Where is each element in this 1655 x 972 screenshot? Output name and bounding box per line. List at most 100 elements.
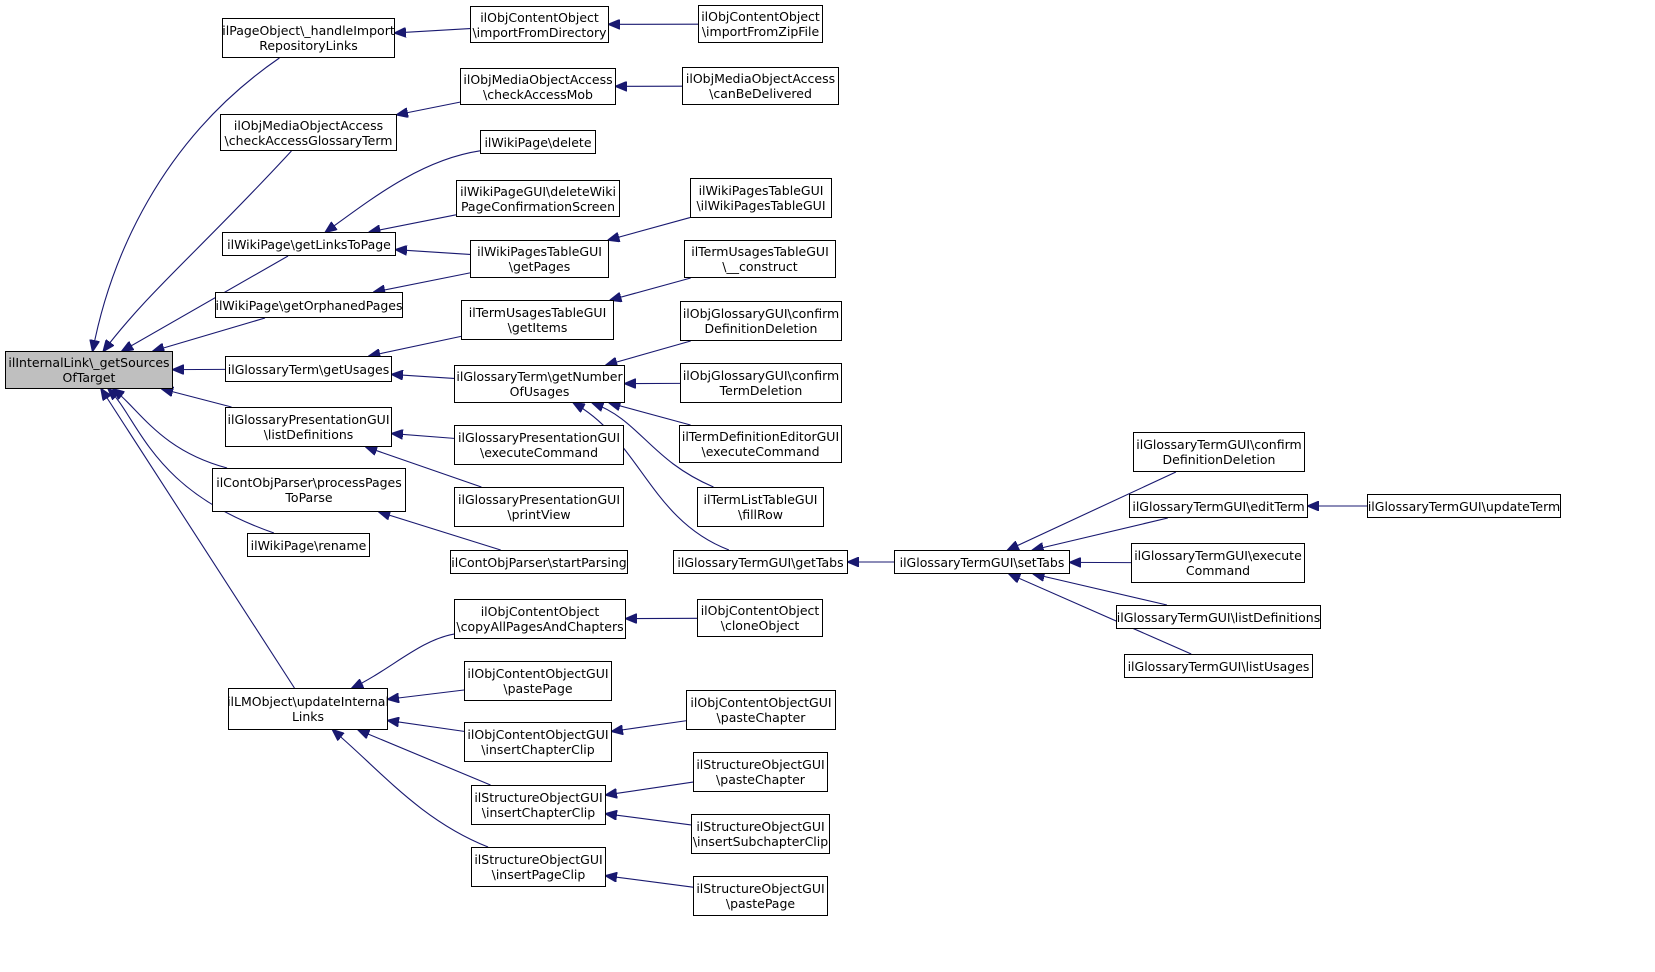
- node-label-line: \fillRow: [737, 507, 784, 522]
- node-label-line: ilWikiPageGUI\deleteWiki: [460, 183, 616, 199]
- graph-node-g1[interactable]: ilGlossaryTermGUI\updateTerm: [1367, 494, 1561, 518]
- node-label-line: ilObjContentObject: [480, 9, 599, 25]
- edge-d11-to-c13: [612, 720, 687, 732]
- node-label-line: OfUsages: [509, 384, 570, 399]
- edge-c12-to-n9: [388, 689, 465, 699]
- node-label-line: DefinitionDeletion: [1162, 452, 1276, 467]
- node-label-line: Links: [291, 709, 325, 724]
- graph-node-n8[interactable]: ilWikiPage\rename: [247, 533, 370, 557]
- graph-node-f2[interactable]: ilGlossaryTermGUI\editTerm: [1129, 494, 1308, 518]
- node-label-line: \insertChapterClip: [481, 742, 595, 757]
- node-label-line: \importFromDirectory: [472, 24, 607, 40]
- edge-c14-to-n9: [358, 730, 491, 786]
- edge-c15-to-n9: [333, 730, 489, 848]
- node-label-line: RepositoryLinks: [259, 38, 358, 53]
- node-label-line: ilObjContentObjectGUI: [467, 727, 609, 742]
- graph-node-c10[interactable]: ilContObjParser\startParsing: [450, 550, 628, 574]
- node-label-line: ilObjMediaObjectAccess: [233, 117, 384, 133]
- edge-d14-to-c15: [606, 876, 694, 888]
- node-label-line: ilTermDefinitionEditorGUI: [681, 429, 840, 444]
- node-label-line: \pasteChapter: [716, 772, 805, 787]
- node-label-line: \pasteChapter: [716, 710, 806, 725]
- edge-c3-to-n3: [326, 150, 481, 232]
- edge-d12-to-c14: [606, 781, 694, 795]
- graph-node-c14[interactable]: ilStructureObjectGUI\insertChapterClip: [471, 785, 606, 825]
- graph-node-d13[interactable]: ilStructureObjectGUI\insertSubchapterCli…: [691, 814, 830, 854]
- edge-n6-to-root: [162, 389, 232, 408]
- graph-node-c1[interactable]: ilObjContentObject\importFromDirectory: [470, 6, 609, 43]
- graph-node-n6[interactable]: ilGlossaryPresentationGUI\listDefinition…: [225, 407, 392, 447]
- graph-node-d3[interactable]: ilWikiPagesTableGUI\ilWikiPagesTableGUI: [690, 178, 832, 218]
- graph-node-d1[interactable]: ilObjContentObject\importFromZipFile: [698, 5, 823, 43]
- graph-node-d14[interactable]: ilStructureObjectGUI\pastePage: [693, 876, 828, 916]
- graph-node-d2[interactable]: ilObjMediaObjectAccess\canBeDelivered: [682, 67, 839, 105]
- graph-node-f4[interactable]: ilGlossaryTermGUI\listDefinitions: [1116, 605, 1321, 629]
- graph-node-c2[interactable]: ilObjMediaObjectAccess\checkAccessMob: [460, 68, 616, 105]
- node-label-line: ilGlossaryTermGUI\execute: [1134, 548, 1302, 563]
- graph-node-c15[interactable]: ilStructureObjectGUI\insertPageClip: [471, 847, 606, 887]
- edge-n1-to-root: [93, 57, 280, 351]
- node-label-line: ilObjContentObjectGUI: [690, 695, 832, 710]
- graph-node-d11[interactable]: ilObjContentObjectGUI\pasteChapter: [686, 690, 836, 730]
- node-label-line: ilObjContentObjectGUI: [467, 666, 609, 681]
- graph-node-n3[interactable]: ilWikiPage\getLinksToPage: [222, 232, 396, 256]
- edge-c1-to-n1: [395, 29, 471, 33]
- graph-node-c13[interactable]: ilObjContentObjectGUI\insertChapterClip: [464, 722, 612, 762]
- node-label-line: ilObjGlossaryGUI\confirm: [682, 368, 840, 383]
- edge-f2-to-e1: [1033, 517, 1168, 550]
- node-label-line: ilContObjParser\processPages: [216, 475, 402, 490]
- node-label-line: \pastePage: [503, 681, 573, 696]
- graph-node-c8[interactable]: ilGlossaryPresentationGUI\executeCommand: [454, 425, 624, 465]
- node-label-line: \copyAllPagesAndChapters: [456, 619, 624, 634]
- node-label-line: ilInternalLink\_getSources: [8, 355, 170, 370]
- node-label-line: ilTermUsagesTableGUI: [691, 244, 829, 259]
- graph-node-d7[interactable]: ilTermDefinitionEditorGUI\executeCommand: [679, 425, 842, 463]
- edge-f1-to-e1: [1008, 471, 1177, 550]
- node-label-line: \executeCommand: [479, 445, 599, 460]
- graph-node-c11[interactable]: ilObjContentObject\copyAllPagesAndChapte…: [454, 599, 626, 639]
- graph-node-e1[interactable]: ilGlossaryTermGUI\setTabs: [894, 550, 1070, 574]
- node-label-line: ilTermUsagesTableGUI: [468, 305, 607, 320]
- graph-node-d8[interactable]: ilTermListTableGUI\fillRow: [697, 487, 824, 527]
- node-label-line: ilObjMediaObjectAccess: [463, 71, 613, 87]
- graph-node-c12[interactable]: ilObjContentObjectGUI\pastePage: [464, 661, 612, 701]
- node-label-line: ilStructureObjectGUI: [696, 819, 825, 834]
- graph-node-c3[interactable]: ilWikiPage\delete: [480, 130, 596, 154]
- graph-node-c9[interactable]: ilGlossaryPresentationGUI\printView: [454, 487, 624, 527]
- graph-node-c6[interactable]: ilTermUsagesTableGUI\getItems: [461, 300, 614, 340]
- node-label-line: ilObjMediaObjectAccess: [685, 71, 836, 86]
- graph-node-d12[interactable]: ilStructureObjectGUI\pasteChapter: [693, 752, 828, 792]
- node-label-line: OfTarget: [62, 370, 116, 385]
- graph-node-n5[interactable]: ilGlossaryTerm\getUsages: [225, 356, 392, 382]
- node-label-line: \getItems: [507, 320, 568, 335]
- graph-node-d10[interactable]: ilObjContentObject\cloneObject: [697, 599, 823, 637]
- node-label-line: ilObjContentObject: [700, 603, 820, 618]
- node-label-line: \insertPageClip: [491, 867, 586, 882]
- graph-node-n2[interactable]: ilObjMediaObjectAccess\checkAccessGlossa…: [220, 114, 397, 151]
- node-label-line: ilObjContentObject: [480, 604, 600, 619]
- edge-d7-to-c7: [609, 403, 691, 426]
- edge-d8-to-c7: [593, 403, 714, 488]
- node-label-line: ilObjGlossaryGUI\confirm: [682, 306, 840, 321]
- graph-node-f5[interactable]: ilGlossaryTermGUI\listUsages: [1124, 654, 1313, 678]
- node-label-line: ilStructureObjectGUI: [474, 852, 603, 867]
- node-label-line: \__construct: [722, 259, 798, 274]
- graph-node-c5[interactable]: ilWikiPagesTableGUI\getPages: [470, 240, 609, 278]
- graph-node-d9[interactable]: ilGlossaryTermGUI\getTabs: [673, 550, 848, 574]
- edge-c4-to-n3: [369, 214, 457, 232]
- graph-node-n4[interactable]: ilWikiPage\getOrphanedPages: [215, 292, 403, 318]
- node-label-line: ilGlossaryTerm\getUsages: [227, 361, 390, 377]
- node-label-line: PageConfirmationScreen: [460, 198, 616, 214]
- graph-node-d4[interactable]: ilTermUsagesTableGUI\__construct: [684, 240, 836, 278]
- node-label-line: ilGlossaryPresentationGUI: [458, 430, 620, 445]
